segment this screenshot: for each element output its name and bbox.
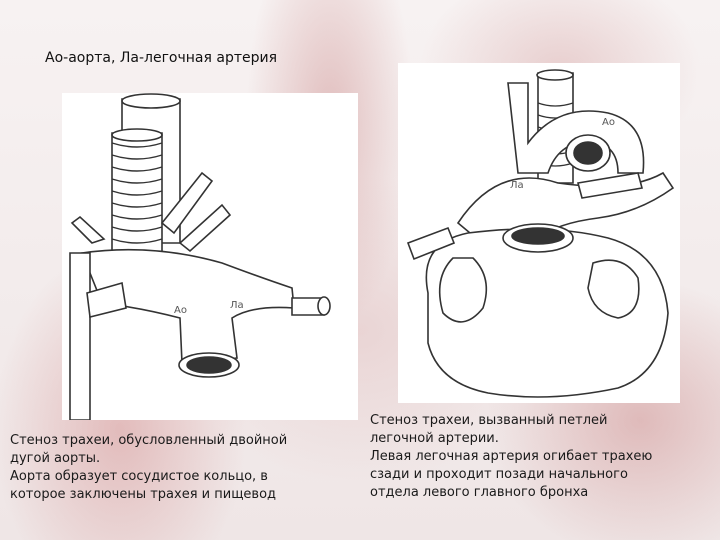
left-pulmonary-label: Ла [230, 300, 244, 311]
double-aortic-arch-drawing: Ао Ла [62, 93, 358, 420]
double-aortic-arch-figure: Ао Ла [62, 93, 358, 420]
right-pulmonary-label: Ла [510, 180, 524, 191]
pulmonary-sling-drawing: Ао Ла [398, 63, 680, 403]
left-caption: Стеноз трахеи, обусловленный двойной дуг… [10, 432, 350, 504]
right-caption: Стеноз трахеи, вызванный петлей легочной… [370, 412, 710, 502]
slide-title: Ао-аорта, Ла-легочная артерия [45, 50, 277, 66]
left-aorta-label: Ао [174, 305, 187, 316]
pulmonary-sling-figure: Ао Ла [398, 63, 680, 403]
right-aorta-label: Ао [602, 117, 615, 128]
